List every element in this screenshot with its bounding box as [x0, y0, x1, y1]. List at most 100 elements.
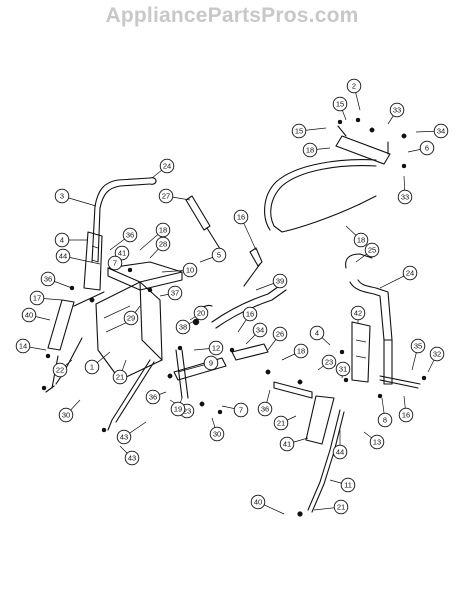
callout-number: 18: [306, 146, 314, 155]
callout-circle: [346, 78, 362, 94]
callout-number: 25: [368, 246, 376, 255]
callout-number: 37: [171, 289, 179, 298]
callout-11: 11: [329, 477, 356, 493]
callout-circle: [335, 361, 351, 377]
callout-2: 2: [346, 78, 362, 111]
callout-number: 6: [425, 144, 429, 153]
callout-number: 41: [118, 249, 126, 258]
callout-circle: [175, 319, 191, 335]
callout-circle: [211, 247, 227, 263]
callout-number: 17: [33, 294, 41, 303]
callout-44: 44: [55, 248, 101, 265]
callout-circle: [114, 245, 130, 261]
callout-circle: [250, 494, 266, 510]
callout-circle: [203, 355, 219, 371]
callout-20: 20: [189, 305, 209, 321]
callout-number: 35: [414, 342, 422, 351]
callout-number: 41: [283, 440, 291, 449]
callout-circle: [233, 402, 249, 418]
callout-28: 28: [149, 236, 171, 259]
callout-22: 22: [52, 359, 73, 378]
callout-8: 8: [377, 397, 393, 428]
callout-circle: [55, 248, 71, 264]
callout-circle: [433, 123, 449, 139]
callout-17: 17: [29, 290, 63, 306]
callout-number: 18: [159, 226, 167, 235]
callout-27: 27: [158, 188, 191, 204]
callout-15: 15: [291, 123, 327, 139]
callout-40: 40: [21, 307, 51, 323]
callout-39: 39: [255, 273, 288, 291]
callout-circle: [58, 407, 74, 423]
callout-14: 14: [15, 338, 47, 354]
callout-circle: [21, 307, 37, 323]
callout-number: 4: [60, 236, 64, 245]
callout-circle: [123, 310, 139, 326]
callout-21: 21: [313, 499, 349, 515]
callout-10: 10: [161, 262, 198, 278]
callout-circle: [145, 389, 161, 405]
callout-number: 21: [277, 419, 285, 428]
callout-29: 29: [123, 305, 141, 326]
callout-circle: [257, 401, 273, 417]
callout-number: 14: [19, 342, 27, 351]
watermark: AppliancePartsPros.com: [105, 4, 359, 27]
callout-circle: [332, 444, 348, 460]
callout-number: 29: [127, 314, 135, 323]
callout-number: 30: [213, 430, 221, 439]
callout-circle: [279, 436, 295, 452]
callout-circle: [291, 123, 307, 139]
callout-41: 41: [279, 436, 309, 452]
callout-circle: [364, 242, 380, 258]
callout-number: 33: [393, 106, 401, 115]
callout-3: 3: [54, 188, 97, 207]
callout-number: 3: [60, 192, 64, 201]
callout-circle: [182, 262, 198, 278]
callout-circle: [116, 429, 132, 445]
callout-number: 36: [44, 275, 52, 284]
callout-18: 18: [281, 343, 309, 361]
callout-number: 15: [336, 100, 344, 109]
callout-number: 44: [336, 448, 344, 457]
callout-circle: [158, 188, 174, 204]
callout-number: 21: [337, 503, 345, 512]
callout-30: 30: [58, 399, 81, 423]
callout-circle: [410, 338, 426, 354]
callout-number: 16: [402, 411, 410, 420]
callout-21: 21: [112, 359, 128, 385]
callout-38: 38: [175, 319, 197, 335]
callout-19: 19: [170, 397, 186, 417]
callout-number: 2: [352, 82, 356, 91]
callout-number: 39: [276, 277, 284, 286]
callout-number: 23: [325, 358, 333, 367]
callout-33: 33: [387, 102, 405, 125]
callout-number: 13: [373, 438, 381, 447]
callout-24: 24: [379, 265, 418, 289]
callout-circle: [389, 102, 405, 118]
callout-number: 32: [433, 350, 441, 359]
callout-circle: [419, 140, 435, 156]
callout-number: 31: [339, 365, 347, 374]
callout-circle: [15, 338, 31, 354]
callout-number: 11: [344, 481, 352, 490]
callout-number: 16: [237, 213, 245, 222]
callout-number: 12: [212, 344, 220, 353]
callout-circle: [29, 290, 45, 306]
callout-12: 12: [193, 340, 224, 356]
callout-number: 38: [179, 323, 187, 332]
callout-circle: [208, 340, 224, 356]
callout-circle: [233, 209, 249, 225]
callout-circle: [397, 189, 413, 205]
callout-circle: [54, 232, 70, 248]
callout-number: 23: [183, 407, 191, 416]
callout-number: 36: [261, 405, 269, 414]
callout-41: 41: [114, 245, 130, 261]
callout-circle: [293, 343, 309, 359]
callout-number: 1: [90, 363, 94, 372]
callout-circle: [302, 142, 318, 158]
callout-number: 24: [406, 269, 414, 278]
callout-number: 21: [116, 373, 124, 382]
callout-circle: [155, 236, 171, 252]
callout-circle: [398, 407, 414, 423]
callout-16: 16: [398, 395, 414, 423]
